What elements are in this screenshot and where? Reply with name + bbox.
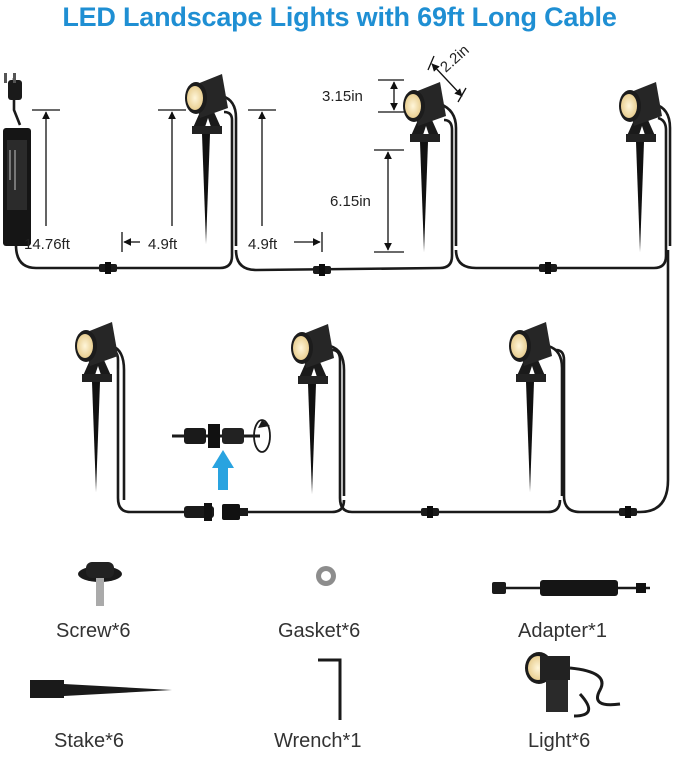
spotlight xyxy=(75,322,118,492)
accessory-label-gasket: Gasket*6 xyxy=(278,620,361,642)
cable-connector xyxy=(313,264,331,276)
cable-connector xyxy=(99,262,117,274)
screw-icon xyxy=(78,562,122,606)
gasket-icon xyxy=(316,566,336,586)
accessory-label-wrench: Wrench*1 xyxy=(274,730,362,752)
accessory-label-adapter: Adapter*1 xyxy=(518,620,607,642)
cable-connector xyxy=(539,262,557,274)
spotlight xyxy=(619,82,662,252)
light-icon xyxy=(525,652,621,718)
dimension-head-width: 2.2in xyxy=(437,42,473,76)
cable-connector xyxy=(421,506,439,518)
dimension-spacing-2: 4.9ft xyxy=(248,236,278,253)
spotlight xyxy=(403,82,446,252)
page-title: LED Landscape Lights with 69ft Long Cabl… xyxy=(62,2,617,32)
wrench-icon xyxy=(318,658,342,720)
adapter-icon xyxy=(492,580,650,596)
accessory-label-stake: Stake*6 xyxy=(54,730,125,752)
up-arrow-icon xyxy=(212,450,234,490)
accessory-label-light: Light*6 xyxy=(528,730,591,752)
connection-illustration xyxy=(172,419,271,453)
cable-connector xyxy=(619,506,637,518)
accessory-label-screw: Screw*6 xyxy=(56,620,131,642)
adapter-box xyxy=(3,128,31,246)
spotlight xyxy=(291,324,334,494)
dimension-spacing-1: 4.9ft xyxy=(148,236,178,253)
dimension-stake-length: 6.15in xyxy=(330,193,371,210)
stake-icon xyxy=(30,680,172,698)
dimension-head-height: 3.15in xyxy=(322,88,363,105)
open-connector xyxy=(184,503,248,521)
spotlight xyxy=(185,74,228,244)
dimension-lead-length: 14.76ft xyxy=(24,236,71,253)
cable-run xyxy=(12,78,672,514)
spotlight xyxy=(509,322,552,492)
plug-icon xyxy=(4,73,22,100)
